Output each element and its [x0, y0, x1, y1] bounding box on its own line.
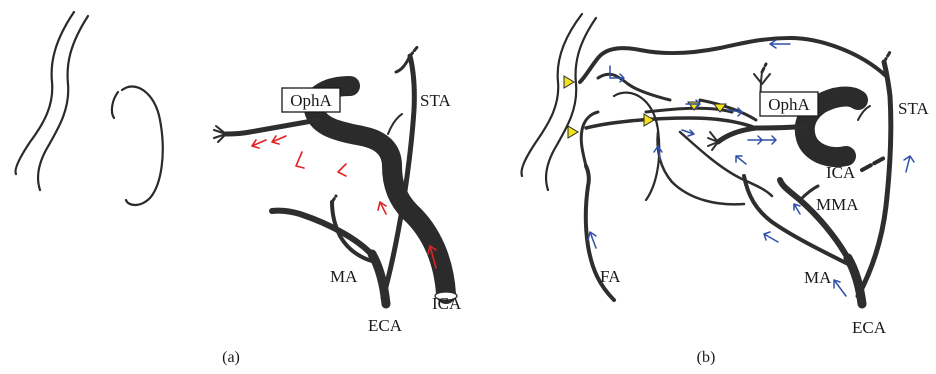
- panel-b-caption: (b): [697, 349, 716, 366]
- flow-arrow-icon: [252, 140, 266, 148]
- sta-dashed-tip: [410, 46, 418, 56]
- opha-terminal-twigs: [214, 126, 226, 142]
- flow-arrow-icon: [748, 136, 762, 144]
- flow-arrow-icon: [762, 136, 776, 144]
- fa-label: FA: [600, 267, 621, 286]
- face-profile-outline-inner: [38, 16, 88, 190]
- face-profile-outline-inner: [546, 18, 596, 190]
- ma-vessel: [780, 180, 850, 262]
- orbit-outline: [614, 93, 659, 200]
- face-profile-outline: [16, 12, 74, 174]
- anastomosis-marker: [568, 126, 578, 138]
- flow-arrow-icon: [834, 280, 846, 296]
- opha-nasal-branch: [586, 118, 756, 128]
- flow-arrow-icon: [770, 40, 790, 48]
- mma-anastomosis: [680, 132, 772, 196]
- fa-upper-branch: [581, 112, 598, 166]
- opha-small-branch: [388, 114, 402, 134]
- opha-vessel: [226, 120, 318, 134]
- eca-label: ECA: [368, 316, 403, 335]
- ma-label: MA: [804, 268, 832, 287]
- sta-dashed-tip: [884, 52, 890, 62]
- ica-dashed-stump: [862, 158, 884, 170]
- sta-label: STA: [420, 91, 451, 110]
- panel-a-caption: (a): [222, 349, 240, 366]
- orbit-outline-inner: [112, 92, 118, 118]
- flow-arrow-icon: [736, 156, 746, 164]
- flow-arrow-icon: [296, 152, 304, 168]
- ma-vessel: [272, 211, 375, 258]
- ma-label: MA: [330, 267, 358, 286]
- sta-label: STA: [898, 99, 929, 118]
- ma-dashed-tip: [332, 196, 336, 202]
- opha-label: OphA: [290, 91, 332, 110]
- face-profile-outline: [522, 14, 582, 176]
- sta-upper-branch: [396, 56, 410, 72]
- anastomosis-marker: [564, 76, 574, 88]
- flow-arrow-icon: [338, 164, 346, 176]
- orbit-outline: [122, 87, 163, 205]
- ma-dashed-tip-2: [282, 210, 290, 212]
- angular-branch: [598, 74, 670, 100]
- ica-label: ICA: [432, 294, 462, 313]
- ma-lower-branch: [744, 176, 848, 264]
- frontal-dashed-tip: [762, 64, 766, 72]
- eca-label: ECA: [852, 318, 887, 337]
- flow-arrow-icon: [272, 136, 286, 144]
- opha-label: OphA: [768, 95, 810, 114]
- orbital-loop: [658, 132, 744, 204]
- anastomosis-marker: [644, 114, 654, 126]
- flow-arrow-icon: [764, 232, 778, 242]
- flow-arrow-icon: [794, 204, 800, 214]
- mma-label: MMA: [816, 195, 859, 214]
- flow-arrow-icon: [904, 156, 914, 172]
- flow-arrow-icon: [378, 202, 386, 214]
- sta-frontal-loop: [580, 38, 886, 82]
- panel-a: OphA STA MA ECA ICA (a): [16, 12, 462, 366]
- ica-label: ICA: [826, 163, 856, 182]
- panel-b: OphA STA ICA MMA MA ECA FA (b): [522, 14, 930, 366]
